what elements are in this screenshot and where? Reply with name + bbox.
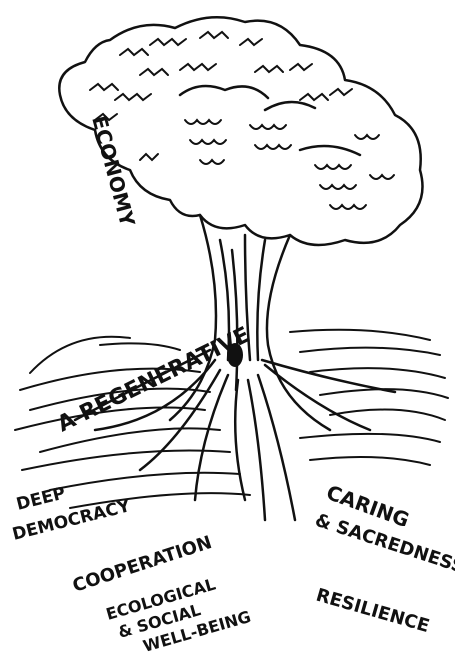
deep-label: DEEP (14, 483, 67, 514)
tree-trunk (170, 215, 330, 430)
resilience-label: RESILIENCE (314, 585, 432, 637)
